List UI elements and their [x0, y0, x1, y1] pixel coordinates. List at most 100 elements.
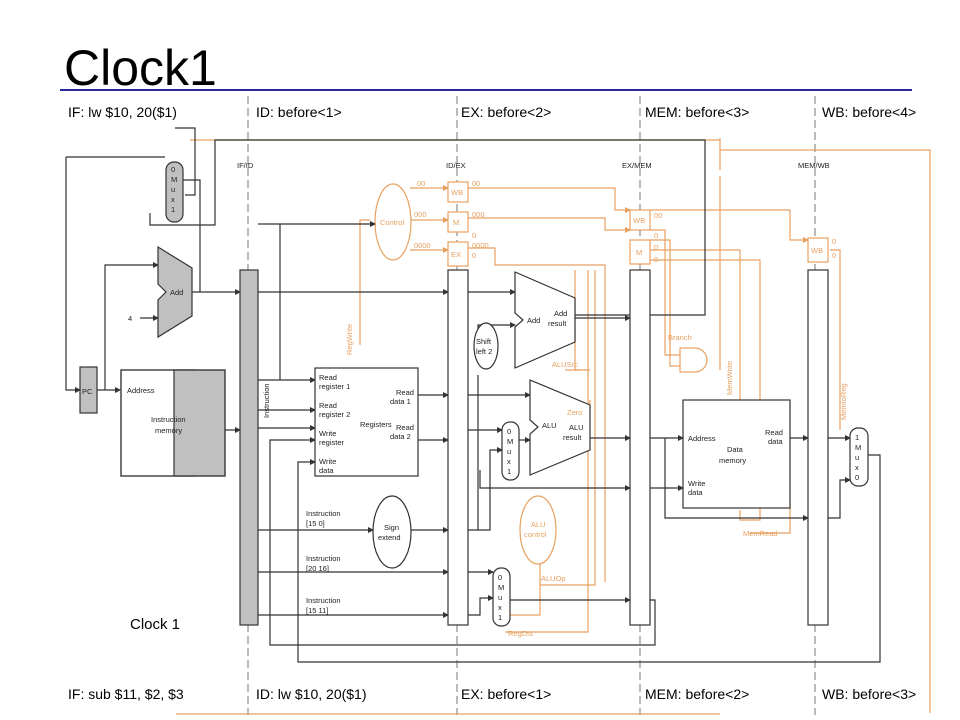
id-ex-register [447, 269, 469, 626]
wire-writeback-reg [269, 437, 656, 646]
readreg2-label-b: register 2 [319, 410, 350, 419]
imem-name-1: Instruction [151, 415, 186, 424]
wire-memwrite [650, 249, 741, 400]
ctl-m-value: 000 [414, 210, 427, 219]
alusrc-mux-label-2: u [507, 447, 511, 456]
alu-zero-label: Zero [567, 408, 582, 417]
readdata2-label-b: data 2 [390, 432, 411, 441]
stage-wb-bottom: WB: before<3> [822, 686, 917, 702]
wire-pc-to-add [104, 262, 159, 390]
registers-name: Registers [360, 420, 392, 429]
dmem-address-label: Address [688, 434, 716, 443]
alusrc-mux-label-1: M [507, 437, 513, 446]
mem-wb-register [807, 269, 829, 626]
mem-wb-label: MEM/WB [798, 161, 830, 170]
wire-branch [650, 229, 680, 356]
branch-adder-result-2: result [548, 319, 567, 328]
regdst-mux-label-4: 1 [498, 613, 502, 622]
memwb-value-1: 0 [832, 251, 836, 260]
wire-zero-and [650, 239, 680, 367]
branch-adder [514, 271, 576, 369]
field-15-11-label-b: [15 11] [306, 606, 328, 615]
wire-right-orange [720, 149, 931, 713]
wire-aluop [540, 270, 596, 586]
idex-m-box [447, 211, 469, 233]
clock-label: Clock 1 [130, 616, 181, 633]
wire-mux-sel [175, 127, 196, 196]
idex-wb-tag: WB [451, 188, 463, 197]
pc-mux-label-1: M [171, 175, 177, 184]
wire-add-to-mux [183, 179, 201, 292]
wb-mux-label-3: x [855, 463, 859, 472]
stage-mem-bottom: MEM: before<2> [645, 686, 750, 702]
stage-ex-top: EX: before<2> [461, 104, 552, 120]
register-file [314, 367, 419, 477]
alusrc-mux-label-4: 1 [507, 467, 511, 476]
field-15-0-label-a: Instruction [306, 509, 341, 518]
readdata2-label-a: Read [396, 423, 414, 432]
wire-writeback-data [297, 454, 881, 663]
branch-label: Branch [668, 333, 692, 342]
if-id-register [239, 269, 259, 626]
wire-memwb-0 [828, 477, 851, 519]
ctl-wb-value: 00 [417, 179, 425, 188]
control-fields [447, 181, 829, 267]
ex-value-0: 0 [472, 231, 476, 240]
ex-mem-register [629, 269, 651, 626]
exmem-m-box [629, 239, 651, 265]
sign-extend-unit [372, 495, 412, 569]
regdst-mux-label-3: x [498, 603, 502, 612]
dmem-writedata-label-b: data [688, 488, 703, 497]
wire-branch-target [149, 139, 706, 316]
idex-ex-tag: EX [451, 250, 461, 259]
dmem-name-1: Data [727, 445, 744, 454]
readdata1-label-b: data 1 [390, 397, 411, 406]
stage-if-bottom: IF: sub $11, $2, $3 [68, 686, 184, 702]
alu-control-unit [519, 495, 557, 565]
wire-regwrite [359, 219, 370, 345]
idex-m-value: 000 [472, 210, 485, 219]
wire-alusrc-1 [468, 447, 503, 531]
id-ex-label: ID/EX [446, 161, 466, 170]
regdst-mux-label-1: M [498, 583, 504, 592]
readreg2-label-a: Read [319, 401, 337, 410]
stage-if-top: IF: lw $10, 20($1) [68, 104, 177, 120]
pc-mux-label-4: 1 [171, 205, 175, 214]
pc-source-mux [165, 161, 184, 223]
stage-mem-top: MEM: before<3> [645, 104, 750, 120]
wire-write-data-ex [479, 470, 631, 491]
wb-mux-label-0: 1 [855, 433, 859, 442]
slide-title: Clock1 [64, 40, 217, 96]
exmem-m-value-2: 0 [654, 255, 658, 264]
field-20-16-label-b: [20 16] [306, 564, 329, 573]
shift-left-unit [473, 322, 499, 370]
exmem-m-value-0: 0 [654, 231, 658, 240]
wire-mux-to-pc [65, 157, 81, 393]
memwb-value-0: 0 [832, 237, 836, 246]
if-id-label: IF/ID [237, 161, 254, 170]
idex-ex-value: 0000 [472, 241, 489, 250]
writereg-label-a: Write [319, 429, 336, 438]
wire-memread [650, 259, 761, 521]
shift-left-label-1: Shift [476, 337, 492, 346]
writeback-mux [849, 427, 869, 487]
instruction-memory-shade [173, 369, 226, 477]
regwrite-label: RegWrite [345, 324, 354, 355]
ex-value-1: 0 [472, 251, 476, 260]
sign-extend-label-2: extend [378, 533, 401, 542]
readreg1-label-a: Read [319, 373, 337, 382]
idex-m-tag: M [453, 218, 459, 227]
dmem-readdata-label-a: Read [765, 428, 783, 437]
wire-regdst [505, 270, 589, 633]
wire-wb-to-memwb [650, 209, 809, 243]
data-memory [682, 399, 791, 509]
dmem-writedata-label-a: Write [688, 479, 705, 488]
regdst-mux-label-0: 0 [498, 573, 502, 582]
pc-label: PC [82, 387, 93, 396]
wb-mux-label-2: u [855, 453, 859, 462]
dmem-name-2: memory [719, 456, 746, 465]
wire-wb-to-exmem [468, 187, 631, 213]
readdata1-label-a: Read [396, 388, 414, 397]
alusrc-label: ALUSrc [552, 360, 578, 369]
